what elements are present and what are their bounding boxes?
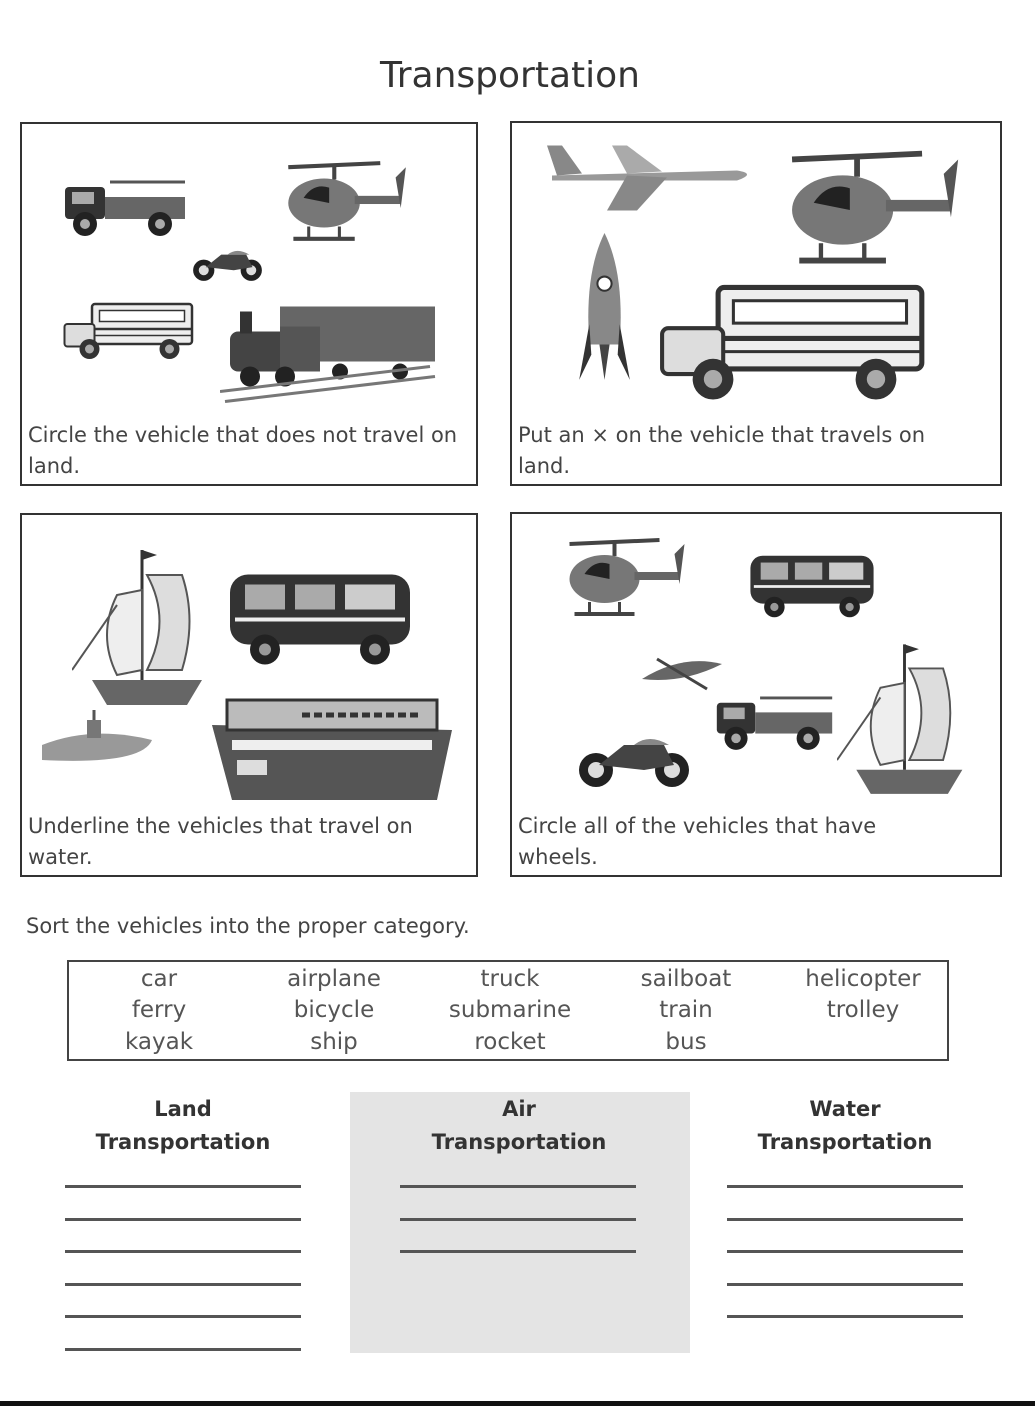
trolley-picture	[747, 549, 877, 624]
land-answer-line[interactable]	[65, 1185, 301, 1188]
land-answer-line[interactable]	[65, 1282, 301, 1286]
panel-x-on-land: Put an × on the vehicle that travels on …	[510, 121, 1002, 486]
rocket-picture	[577, 233, 632, 385]
word-bank-item: truck	[480, 966, 540, 992]
word-bank-item: train	[659, 997, 713, 1023]
airplane-picture	[547, 133, 757, 218]
land-category-heading: Land Transportation	[63, 1093, 303, 1159]
page-bottom-edge	[0, 1401, 1035, 1406]
heading-line: Transportation	[757, 1130, 933, 1154]
steam-train-picture	[220, 294, 440, 409]
word-bank-item: kayak	[124, 1029, 194, 1055]
helicopter-picture	[277, 157, 412, 249]
heading-line: Transportation	[431, 1130, 607, 1154]
pickup-truck-picture	[60, 172, 190, 242]
air-category-background	[350, 1092, 690, 1353]
word-bank-item: helicopter	[805, 966, 921, 992]
word-bank-item: submarine	[448, 997, 572, 1023]
heading-line: Land	[154, 1097, 212, 1121]
word-bank-item: bicycle	[293, 997, 375, 1023]
land-answer-line[interactable]	[65, 1315, 301, 1318]
kayak-picture	[642, 654, 722, 694]
page-title: Transportation	[380, 55, 640, 96]
word-bank-item: rocket	[474, 1029, 546, 1055]
panel-circle-wheels: Circle all of the vehicles that have whe…	[510, 512, 1002, 877]
instruction-text: Put an × on the vehicle that travels on …	[518, 423, 926, 478]
air-answer-line[interactable]	[400, 1185, 636, 1188]
heading-line: Transportation	[95, 1130, 271, 1154]
word-bank-item: bus	[665, 1029, 707, 1055]
water-answer-line[interactable]	[727, 1282, 963, 1286]
word-bank-item: airplane	[287, 966, 381, 992]
word-bank-item: ship	[310, 1029, 358, 1055]
bus-picture	[657, 281, 932, 406]
land-answer-line[interactable]	[65, 1347, 301, 1351]
water-category-heading: Water Transportation	[725, 1093, 965, 1159]
heading-line: Water	[809, 1097, 881, 1121]
word-bank: car airplane truck sailboat helicopter f…	[67, 960, 949, 1061]
panel-underline-water: Underline the vehicles that travel on wa…	[20, 513, 478, 877]
ferry-picture	[212, 685, 452, 805]
heading-line: Air	[502, 1097, 536, 1121]
helicopter-picture	[557, 534, 692, 624]
instruction-text: Underline the vehicles that travel on wa…	[28, 814, 413, 869]
trolley-picture	[225, 567, 415, 672]
word-bank-item: ferry	[131, 997, 187, 1023]
sort-instruction: Sort the vehicles into the proper catego…	[26, 914, 470, 938]
air-category-heading: Air Transportation	[399, 1093, 639, 1159]
helicopter-picture	[774, 145, 969, 275]
word-bank-item: car	[140, 966, 178, 992]
air-answer-line[interactable]	[400, 1217, 636, 1221]
land-answer-line[interactable]	[65, 1250, 301, 1253]
air-answer-line[interactable]	[400, 1250, 636, 1253]
panel-circle-not-land: Circle the vehicle that does not travel …	[20, 122, 478, 486]
land-answer-line[interactable]	[65, 1217, 301, 1221]
motorcycle-picture	[574, 729, 694, 791]
water-answer-line[interactable]	[727, 1315, 963, 1318]
instruction-text: Circle all of the vehicles that have whe…	[518, 814, 877, 869]
pickup-truck-picture	[712, 686, 837, 758]
sailboat-picture	[72, 545, 212, 715]
water-answer-line[interactable]	[727, 1185, 963, 1188]
motorcycle-picture	[190, 244, 265, 284]
submarine-picture	[37, 710, 157, 770]
water-answer-line[interactable]	[727, 1250, 963, 1253]
sailboat-picture	[837, 639, 972, 804]
word-bank-item: sailboat	[640, 966, 732, 992]
instruction-text: Circle the vehicle that does not travel …	[28, 423, 458, 478]
water-answer-line[interactable]	[727, 1217, 963, 1221]
bus-picture	[62, 299, 197, 364]
word-bank-item: trolley	[826, 997, 900, 1023]
